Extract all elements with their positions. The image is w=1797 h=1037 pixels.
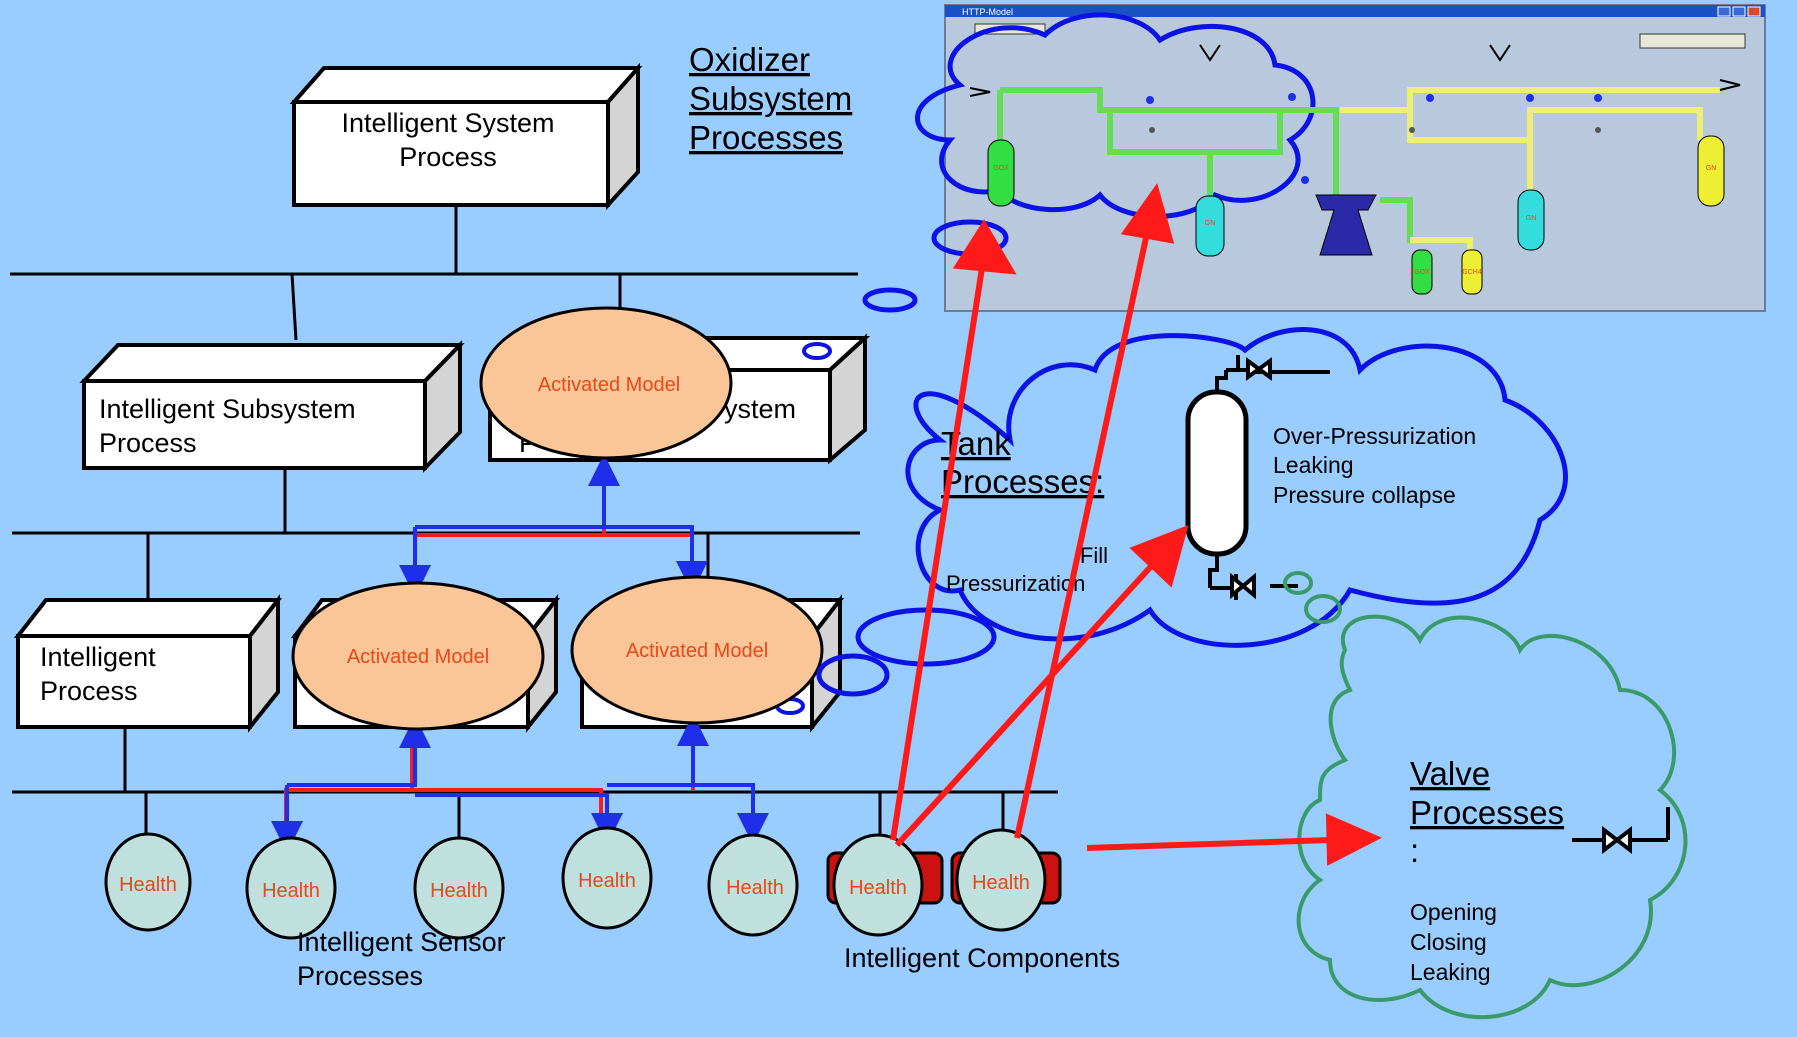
valve-mode-leaking: Leaking	[1410, 959, 1491, 985]
arrow-to-valve	[1086, 837, 1331, 851]
oxidizer-title-line3: Processes	[689, 119, 843, 156]
components-caption: Intelligent Components	[844, 943, 1120, 973]
oxidizer-window-title: HTTP-Model	[962, 7, 1013, 17]
process-box-label-line1: Intelligent	[40, 642, 156, 672]
health-label: Health	[972, 872, 1030, 894]
subsystem-process-box	[79, 340, 465, 473]
valve-title-line1: Valve	[1410, 755, 1490, 792]
oxidizer-title-line1: Oxidizer	[689, 41, 810, 78]
tank-mode-pressurization: Pressurization	[946, 571, 1085, 596]
component-arrows	[890, 183, 1383, 866]
tank-mode-leaking: Leaking	[1273, 452, 1354, 478]
valve-mode-opening: Opening	[1410, 899, 1497, 925]
gox-tank-icon	[1411, 249, 1433, 295]
oxidizer-schematic: GOX GN GN GOX GCH4 GN	[969, 44, 1741, 295]
health-sensor	[561, 826, 653, 930]
tank-title-line2: Processes:	[941, 463, 1104, 500]
activated-model-left: Activated Model	[291, 581, 545, 731]
tank-label: GN	[1205, 220, 1216, 227]
health-label: Health	[119, 874, 177, 896]
subsystem-process-label-line2: Process	[99, 428, 197, 458]
model-links-blue	[271, 454, 769, 853]
valve-icon	[1230, 572, 1256, 600]
tank-icon	[1185, 355, 1330, 600]
system-process-label-line2: Process	[399, 142, 497, 172]
tank-label: GOX	[993, 165, 1009, 172]
health-labels: Health Health Health Health Health Healt…	[119, 870, 1030, 902]
health-label: Health	[578, 870, 636, 892]
valve-mode-closing: Closing	[1410, 929, 1487, 955]
oxidizer-screenshot-window: HTTP-Model	[944, 4, 1766, 312]
gn-tank-icon	[1517, 189, 1545, 251]
tank-label: GCH4	[1462, 269, 1482, 276]
valve-thought-bubbles	[1283, 571, 1342, 624]
health-label: Health	[430, 880, 488, 902]
health-label: Health	[262, 880, 320, 902]
oxidizer-title-line2: Subsystem	[689, 80, 852, 117]
health-sensor	[832, 833, 924, 937]
gch4-tank-icon	[1697, 135, 1725, 207]
activated-model-right-label: Activated Model	[626, 640, 768, 662]
valve-cloud	[1296, 614, 1688, 1020]
health-sensor	[707, 833, 799, 937]
health-label: Health	[726, 877, 784, 899]
activated-model-top-label: Activated Model	[538, 374, 680, 396]
tank-mode-overpressure: Over-Pressurization	[1273, 423, 1476, 449]
health-sensor	[413, 836, 505, 940]
activated-model-right: Activated Model	[570, 575, 824, 725]
arrow-to-oxidizer	[1014, 232, 1150, 839]
tank-mode-collapse: Pressure collapse	[1273, 482, 1456, 508]
valve-icon	[1246, 357, 1272, 381]
health-sensor	[104, 832, 192, 932]
tank-cloud	[905, 327, 1568, 648]
valve-title-line3: :	[1410, 832, 1419, 869]
activated-model-left-label: Activated Model	[347, 646, 489, 668]
gn-tank-icon	[1195, 195, 1225, 257]
tank-label: GN	[1526, 215, 1537, 222]
health-sensors	[104, 826, 1047, 940]
subsystem-back-label-line1: ystem	[724, 394, 796, 424]
sensor-caption-line1: Intelligent Sensor	[297, 927, 506, 957]
valve-icon	[1602, 825, 1632, 855]
health-label: Health	[849, 877, 907, 899]
gox-tank-icon	[987, 139, 1015, 207]
health-sensor	[245, 836, 337, 940]
system-process-label-line1: Intelligent System	[341, 108, 554, 138]
tank-label: GN	[1706, 165, 1717, 172]
valve-title-line2: Processes	[1410, 794, 1564, 831]
system-process-box	[289, 62, 643, 211]
oxidizer-cloud	[915, 12, 1316, 219]
health-sensor	[955, 828, 1047, 932]
arrow-to-oxidizer	[890, 267, 985, 841]
gch4-tank-icon	[1461, 249, 1483, 295]
bus-connectors	[123, 205, 1005, 840]
tank-label: GOX	[1414, 269, 1430, 276]
igniter-icon	[1315, 194, 1377, 256]
activated-model-top: Activated Model	[479, 306, 733, 460]
arrow-to-tank	[894, 559, 1158, 848]
port-icon	[802, 342, 832, 360]
process-box-label-line2: Process	[40, 676, 138, 706]
valve-process-icon	[1572, 807, 1670, 855]
process-box-left	[13, 594, 283, 733]
subsystem-process-label-line1: Intelligent Subsystem	[99, 394, 356, 424]
sensor-caption-line2: Processes	[297, 961, 423, 991]
tank-mode-fill: Fill	[1080, 543, 1108, 568]
